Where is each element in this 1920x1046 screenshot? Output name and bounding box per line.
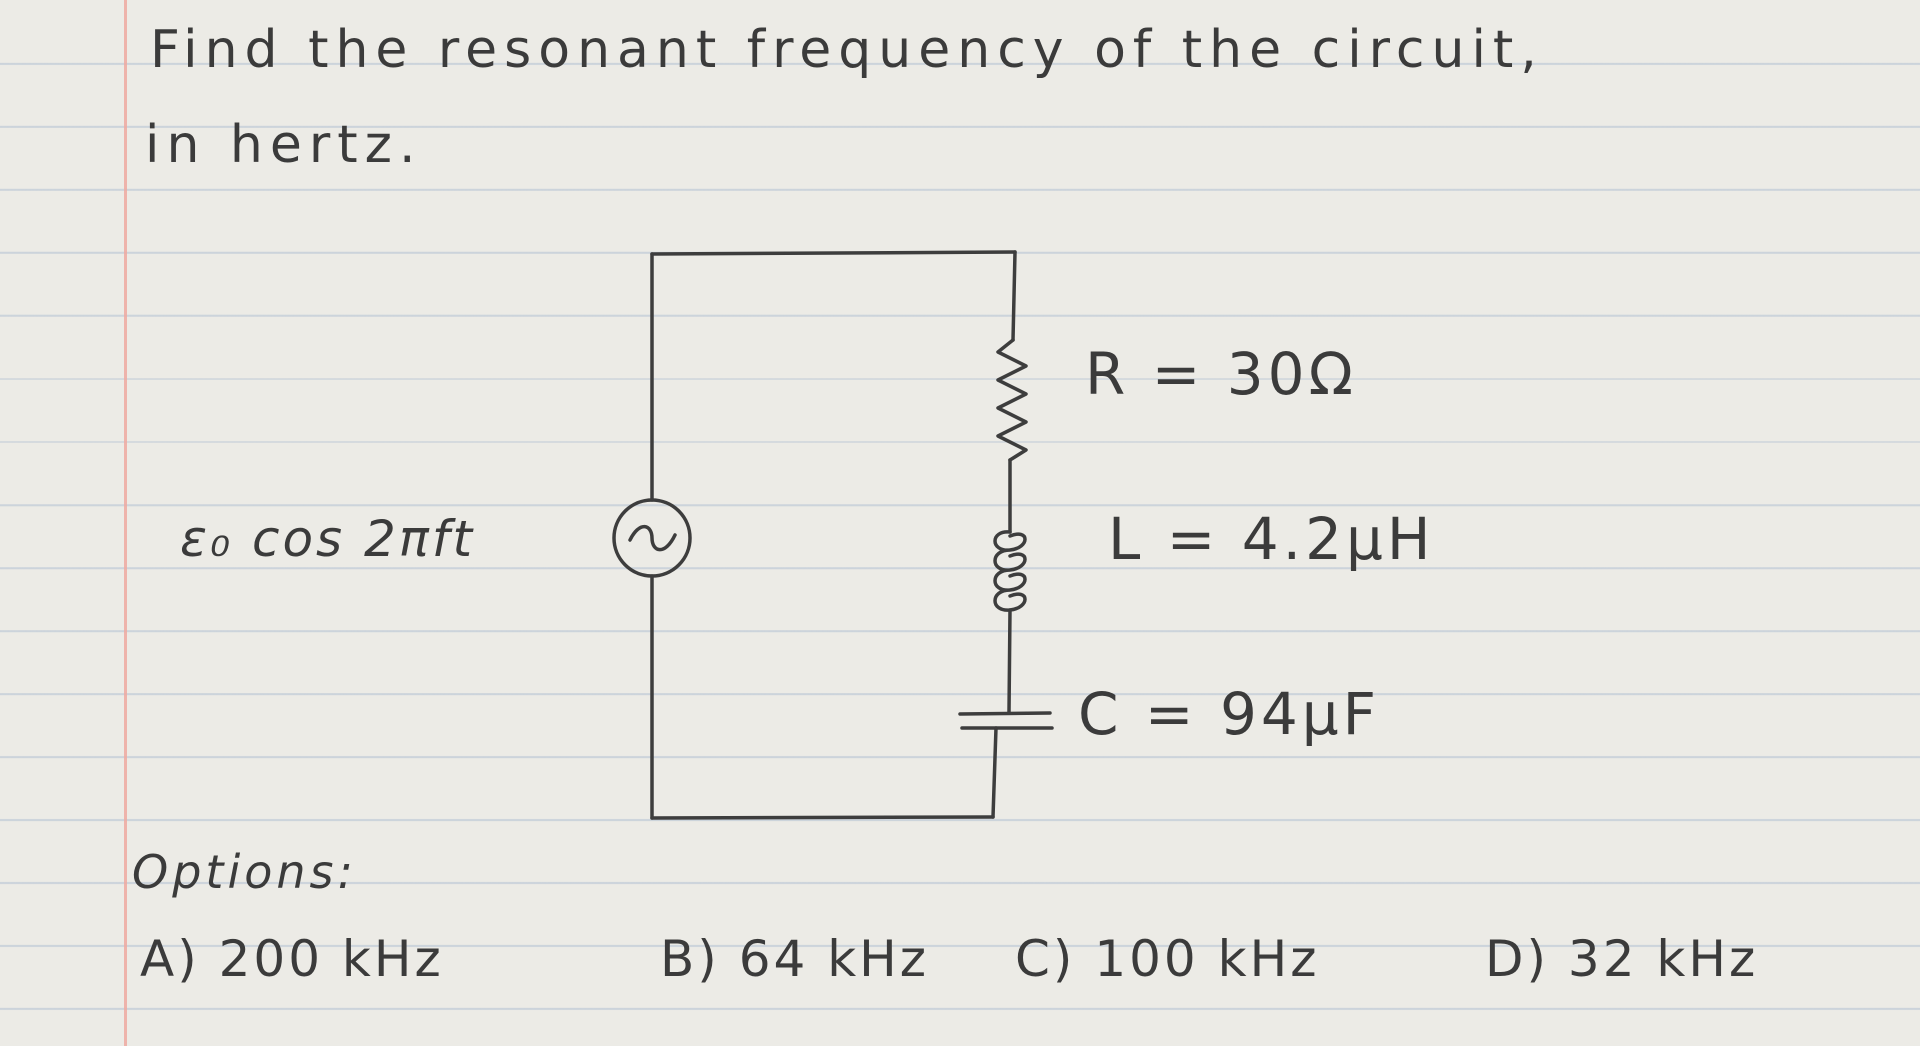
option-a: A) 200 kHz — [140, 930, 444, 988]
ac-tilde — [628, 524, 677, 552]
capacitor-plate-top — [958, 711, 1052, 716]
option-d: D) 32 kHz — [1485, 930, 1759, 988]
source-label: ε₀ cos 2πft — [180, 510, 476, 568]
option-c: C) 100 kHz — [1015, 930, 1320, 988]
capacitor-label: C = 94μF — [1078, 680, 1381, 748]
wire-right-top — [1011, 250, 1017, 342]
wire-bottom — [650, 815, 995, 820]
resistor-label: R = 30Ω — [1085, 340, 1357, 408]
wire-inductor-capacitor — [1007, 608, 1012, 714]
paper-margin-line — [124, 0, 127, 1046]
question-text-line1: Find the resonant frequency of the circu… — [150, 20, 1544, 80]
option-b: B) 64 kHz — [660, 930, 930, 988]
wire-capacitor-bottom — [991, 726, 998, 819]
wire-top — [650, 250, 1017, 256]
question-text-line2: in hertz. — [145, 115, 423, 175]
resistor-icon — [996, 338, 1028, 462]
options-heading: Options: — [132, 845, 357, 899]
inductor-label: L = 4.2μH — [1108, 505, 1435, 573]
inductor-icon — [993, 530, 1027, 612]
